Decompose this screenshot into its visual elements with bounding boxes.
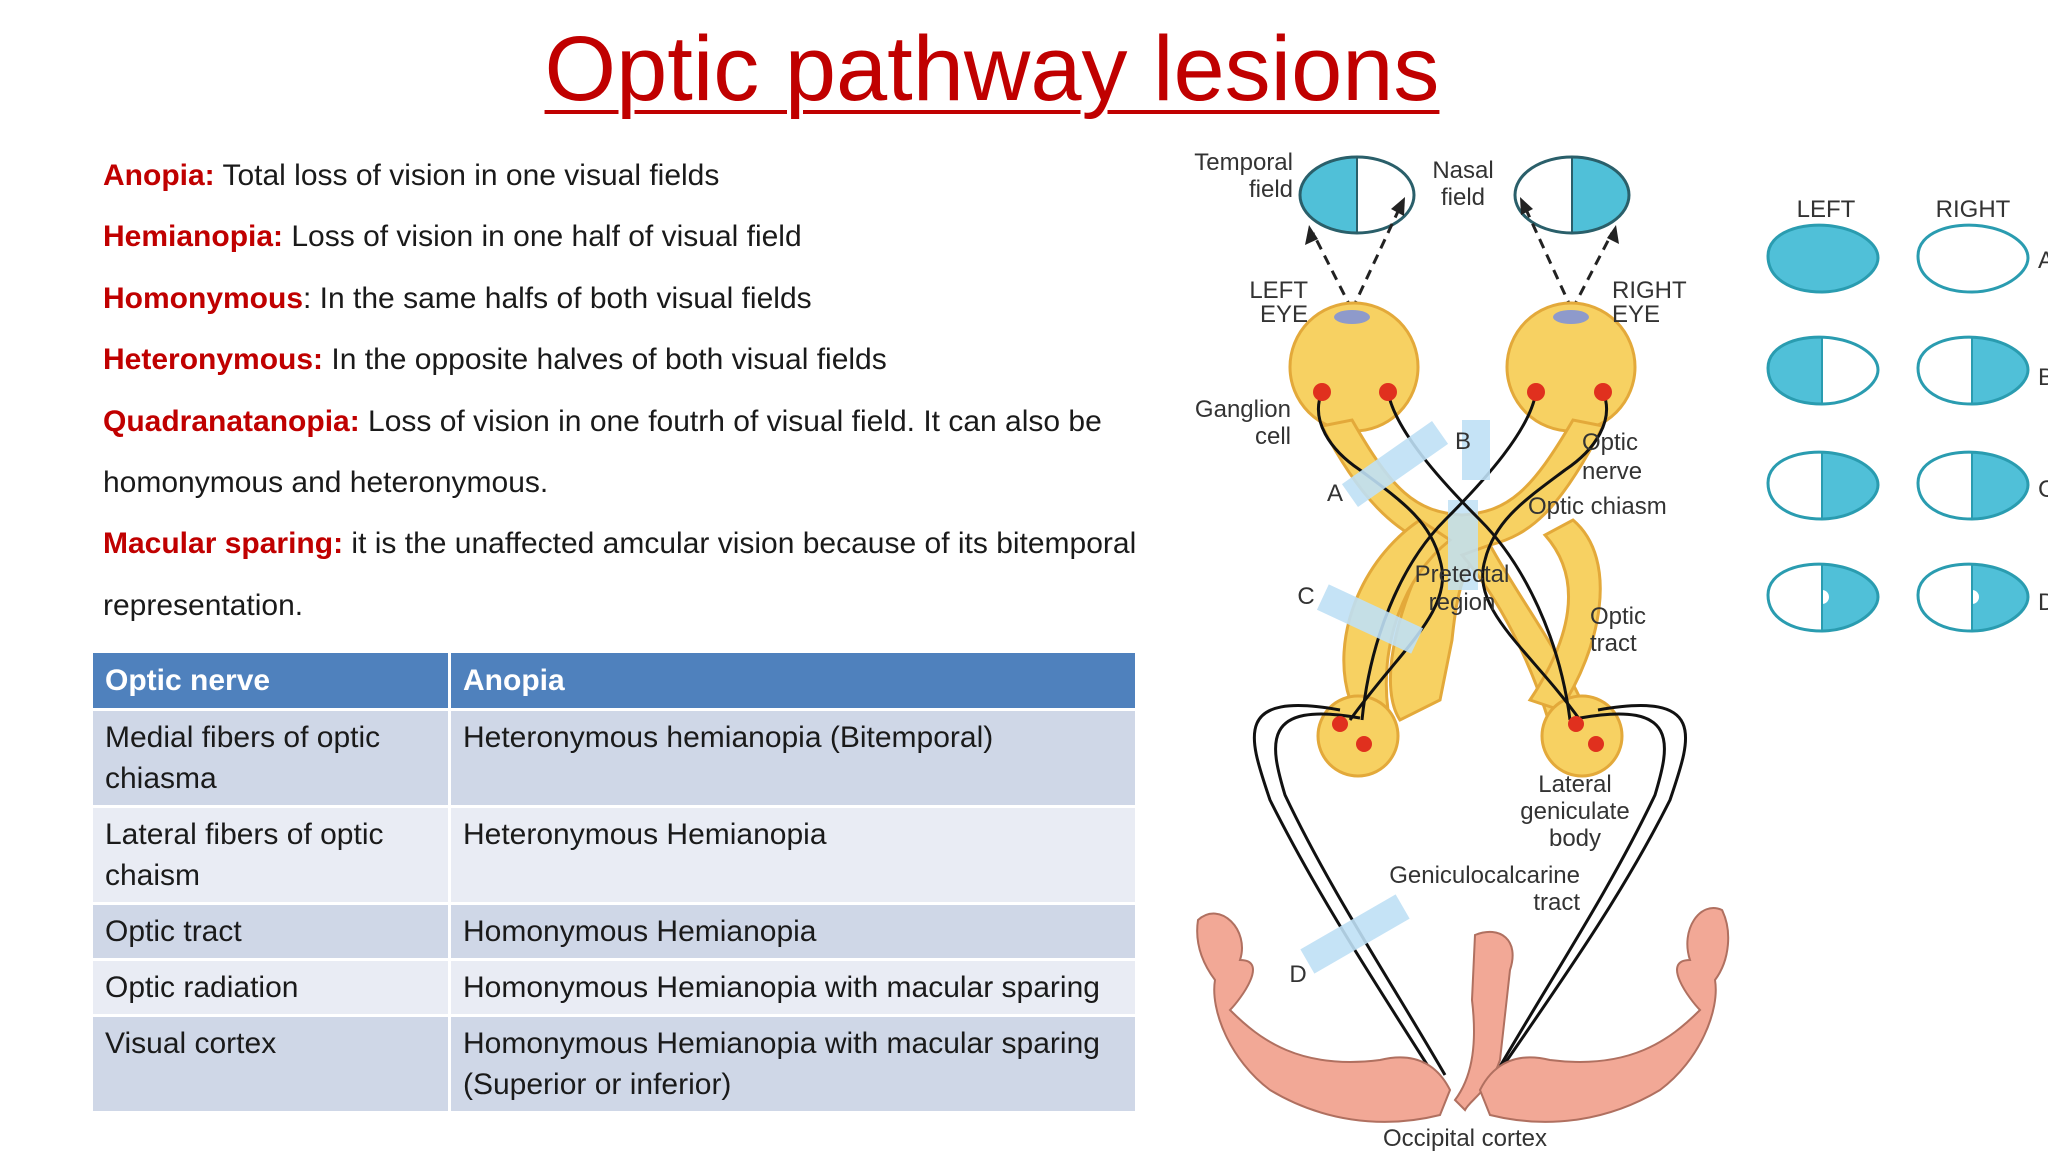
definition-text: In the opposite halves of both visual fi… <box>323 343 887 377</box>
definition-text: Total loss of vision in one visual field… <box>214 159 720 192</box>
optic-tract-label: Optic <box>1590 603 1646 630</box>
definition-quadranatanopia-cont: homonymous and heteronymous. <box>103 457 1183 518</box>
temporal-field-label-2: field <box>1249 176 1293 203</box>
page-title: Optic pathway lesions <box>544 18 1440 120</box>
table-header: Optic nerve <box>90 650 451 711</box>
definition-term: Heteronymous: <box>103 343 324 377</box>
table-cell: Homonymous Hemianopia with macular spari… <box>448 958 1138 1017</box>
optic-nerve-label-2: nerve <box>1582 458 1642 485</box>
ganglion-cells <box>1313 383 1612 752</box>
lesion-a-label: A <box>1327 480 1343 507</box>
lgb-label-2: geniculate <box>1520 798 1629 825</box>
occipital-cortex-label: Occipital cortex <box>1383 1125 1547 1152</box>
table-row: Lateral fibers of optic chaism Heteronym… <box>90 805 1138 905</box>
lesion-markers <box>1300 420 1490 974</box>
field-blob-d-right <box>1916 562 2030 633</box>
lesion-table: Optic nerve Anopia Medial fibers of opti… <box>90 650 1138 1114</box>
optic-nerve-label: Optic <box>1582 429 1638 456</box>
geniculocalcarine-label: Geniculocalcarine <box>1389 862 1580 889</box>
table-cell: Lateral fibers of optic chaism <box>90 805 451 905</box>
table-cell: Homonymous Hemianopia with macular spari… <box>448 1014 1138 1114</box>
lgb-label: Lateral <box>1538 771 1611 798</box>
definition-quadranatanopia: Quadranatanopia: Loss of vision in one f… <box>103 396 1183 457</box>
definition-text: it is the unaffected amcular vision beca… <box>343 527 1137 561</box>
projection-arrows <box>1311 204 1614 311</box>
definition-macular-sparing: Macular sparing: it is the unaffected am… <box>103 518 1183 579</box>
left-lens-icon <box>1334 310 1370 324</box>
field-blob-c-right <box>1916 450 2030 521</box>
right-visual-field <box>1513 155 1631 235</box>
arrow-heads <box>1305 197 1619 245</box>
pretectal-region-label: Pretectal <box>1415 561 1510 588</box>
definition-term: Hemianopia: <box>103 220 284 254</box>
right-eye-label: RIGHT <box>1612 277 1687 304</box>
temporal-field-label: Temporal <box>1194 149 1293 176</box>
table-header-row: Optic nerve Anopia <box>90 650 1138 711</box>
definition-text: Loss of vision in one half of visual fie… <box>283 220 802 254</box>
definition-term: Quadranatanopia: <box>103 404 360 438</box>
definition-homonymous: Homonymous: In the same halfs of both vi… <box>103 273 1183 334</box>
field-blob-b-right <box>1916 335 2030 406</box>
pretectal-region-label-2: region <box>1429 589 1496 616</box>
definition-hemianopia: Hemianopia: Loss of vision in one half o… <box>103 211 1183 272</box>
right-eye-label-2: EYE <box>1612 301 1660 328</box>
field-row-d-label: D <box>2038 589 2048 616</box>
definition-term: Macular sparing: <box>103 527 344 561</box>
lgb-label-3: body <box>1549 825 1601 852</box>
field-blob-a-right <box>1916 223 2030 294</box>
definition-heteronymous: Heteronymous: In the opposite halves of … <box>103 334 1183 395</box>
right-lens-icon <box>1553 310 1589 324</box>
table-cell: Heteronymous Hemianopia <box>448 805 1138 905</box>
left-visual-field <box>1298 155 1416 235</box>
definitions-list: Anopia: Total loss of vision in one visu… <box>103 150 1183 641</box>
table-row: Medial fibers of optic chiasma Heteronym… <box>90 708 1138 808</box>
definition-text: : In the same halfs of both visual field… <box>303 281 812 315</box>
visual-field-defects <box>1766 223 2030 633</box>
optic-tract-label-2: tract <box>1590 630 1637 657</box>
definition-macular-sparing-cont: representation. <box>103 580 1183 641</box>
occipital-cortex-shape <box>1196 907 1730 1123</box>
field-blob-c-left <box>1766 450 1880 521</box>
geniculocalcarine-label-2: tract <box>1533 889 1580 916</box>
field-row-a-label: A <box>2038 247 2048 274</box>
definition-anopia: Anopia: Total loss of vision in one visu… <box>103 150 1183 211</box>
table-cell: Medial fibers of optic chiasma <box>90 708 451 808</box>
definition-term: Homonymous <box>103 281 304 315</box>
field-panel-right-header: RIGHT <box>1936 196 2011 223</box>
ganglion-cell-label-2: cell <box>1255 423 1291 450</box>
lesion-d-label: D <box>1289 961 1306 988</box>
optic-chiasm-label: Optic chiasm <box>1528 493 1667 520</box>
table-cell: Visual cortex <box>90 1014 451 1114</box>
field-panel-left-header: LEFT <box>1797 196 1856 223</box>
definition-term: Anopia: <box>103 159 215 192</box>
table-cell: Optic radiation <box>90 958 451 1017</box>
field-row-b-label: B <box>2038 364 2048 391</box>
lesion-c-label: C <box>1297 583 1314 610</box>
definition-text: representation. <box>103 588 304 622</box>
left-eye-label: LEFT <box>1249 277 1308 304</box>
nasal-field-label: Nasal <box>1432 157 1493 184</box>
field-blob-a-left <box>1766 223 1880 294</box>
field-blob-b-left <box>1766 335 1880 406</box>
table-header: Anopia <box>448 650 1138 711</box>
table-row: Optic radiation Homonymous Hemianopia wi… <box>90 958 1138 1017</box>
table-row: Optic tract Homonymous Hemianopia <box>90 902 1138 961</box>
table-cell: Heteronymous hemianopia (Bitemporal) <box>448 708 1138 808</box>
definition-text: Loss of vision in one foutrh of visual f… <box>359 404 1102 438</box>
nasal-field-label-2: field <box>1441 184 1485 211</box>
field-row-c-label: C <box>2038 476 2048 503</box>
ganglion-cell-label: Ganglion <box>1195 396 1291 423</box>
table-cell: Homonymous Hemianopia <box>448 902 1138 961</box>
definition-text: homonymous and heteronymous. <box>103 465 549 499</box>
table-cell: Optic tract <box>90 902 451 961</box>
lesion-b-label: B <box>1455 428 1471 455</box>
table-row: Visual cortex Homonymous Hemianopia with… <box>90 1014 1138 1114</box>
field-blob-d-left <box>1766 562 1880 633</box>
left-eye-label-2: EYE <box>1260 301 1308 328</box>
